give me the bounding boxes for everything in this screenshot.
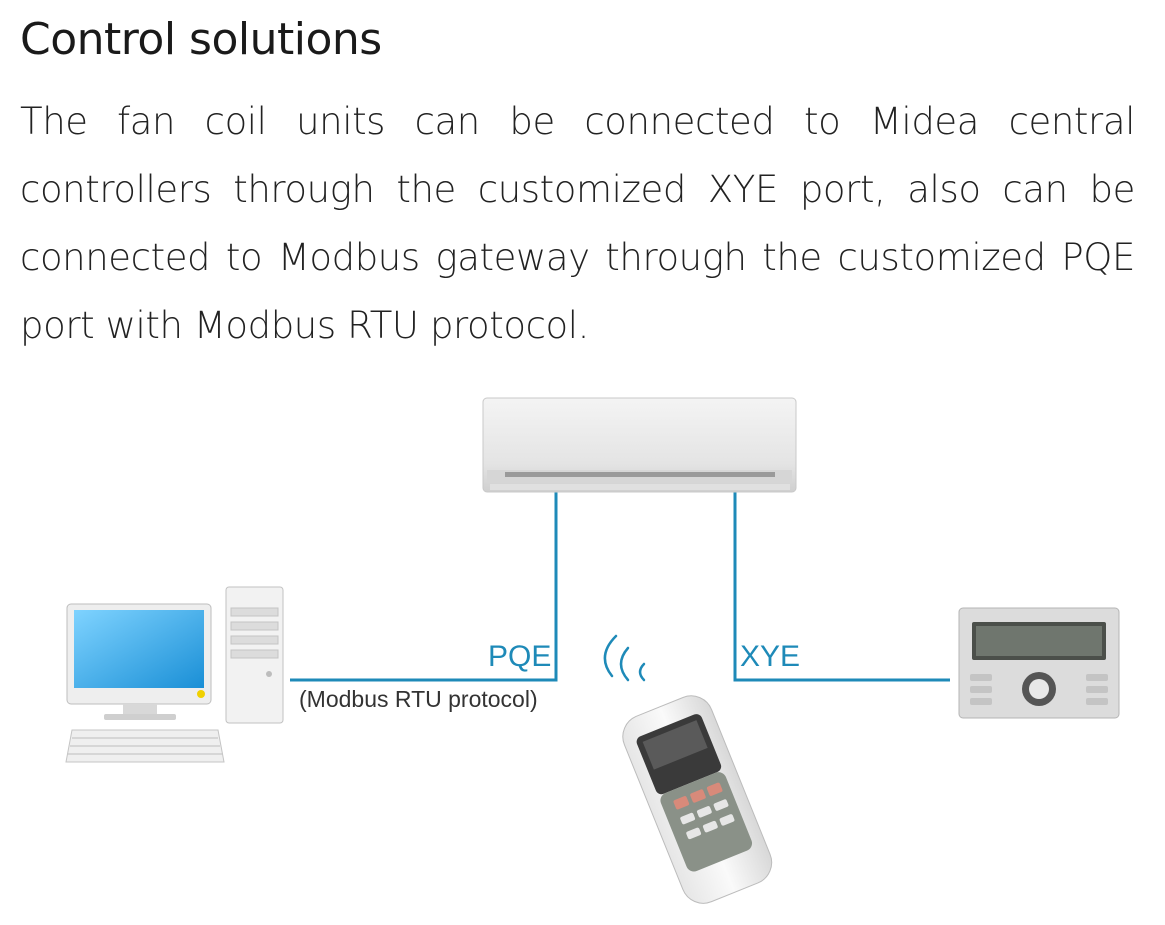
- control-diagram: PQE (Modbus RTU protocol) XYE: [0, 380, 1165, 921]
- pqe-line: [290, 492, 558, 682]
- indoor-unit-icon: [482, 397, 797, 493]
- page-title: Control solutions: [20, 14, 382, 65]
- remote-controller-icon: [622, 695, 773, 904]
- pqe-label: PQE: [488, 640, 552, 673]
- xye-label: XYE: [740, 640, 801, 673]
- computer-icon: [65, 586, 284, 763]
- pqe-protocol-label: (Modbus RTU protocol): [299, 686, 538, 712]
- diagram-canvas: [65, 397, 1120, 904]
- xye-line: [733, 492, 950, 682]
- wireless-signal-icon: [603, 634, 646, 682]
- central-controller-icon: [958, 607, 1120, 719]
- connection-lines: [290, 492, 950, 682]
- description-paragraph: The fan coil units can be connected to M…: [20, 100, 1135, 347]
